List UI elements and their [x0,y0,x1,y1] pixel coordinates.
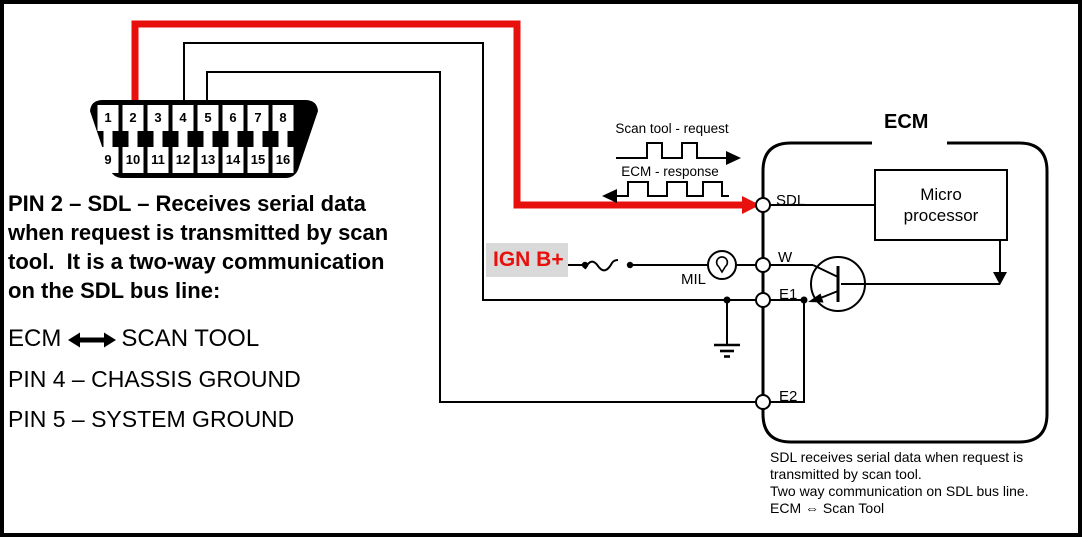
e2-terminal-label: E2 [779,388,798,405]
mil-label: MIL [681,271,707,288]
e1-terminal-label: E1 [779,286,798,303]
wire-junction-dot [581,261,589,269]
pin2-description-line: on the SDL bus line: [8,278,221,303]
w-terminal-label: W [778,249,793,266]
connector-pin-cavities [97,105,294,173]
pin5-ground-line: PIN 5 – SYSTEM GROUND [8,406,295,432]
emitter-arrowhead [808,293,824,303]
pin4-ground-line: PIN 4 – CHASSIS GROUND [8,366,301,392]
ecm-internal-wires [770,204,1001,403]
pin2-description: PIN 2 – SDL – Receives serial data when … [8,189,388,305]
sdl-terminal-circle [755,197,771,213]
pin2-description-line: when request is transmitted by scan [8,220,389,245]
pin-number-7: 7 [254,110,262,125]
ign-b-plus-badge: IGN B+ [486,243,568,277]
pin-number-1: 1 [104,110,112,125]
red-arrowhead [742,196,760,214]
ecm-box-border [761,141,1049,444]
footnote-line: Two way communication on SDL bus line. [770,483,1029,499]
emitter-junction-dot [800,296,808,304]
w-terminal-circle [755,257,771,273]
pin-number-11: 11 [151,152,165,167]
pin-number-6: 6 [229,110,237,125]
pin-number-15: 15 [250,152,266,167]
request-waveform [616,142,741,165]
pin4-to-e1-wire [183,42,756,301]
scan-tool-request-label: Scan tool - request [615,121,729,136]
pin-number-5: 5 [204,110,212,125]
pin5-to-e2-wire [206,71,756,403]
footnote-line: ECM ⇔ Scan Tool [770,500,885,516]
pin2-description-line: tool. It is a two-way communication [8,249,385,274]
ecm-terminals [755,197,771,410]
pin-number-13: 13 [200,152,216,167]
pin-number-2: 2 [129,110,137,125]
ign-feed-wire [568,259,757,272]
ecm-response-label: ECM - response [621,164,719,179]
e1-terminal-circle [755,292,771,308]
ecm-scan-tool-line: ECM SCAN TOOL [8,325,259,353]
micro-processor-label-box: Micro processor [875,170,1007,240]
pin-number-12: 12 [175,152,191,167]
footnote-line: SDL receives serial data when request is [770,449,1024,465]
red-sdl-wire [131,20,760,214]
transistor-symbol [808,256,866,312]
response-arrowhead [602,189,617,203]
ecm-title: ECM [884,111,929,133]
pin-number-8: 8 [279,110,287,125]
pin-number-4: 4 [179,110,187,125]
micro-processor-box [874,169,1008,241]
double-arrow-icon [68,332,117,348]
wire-junction-dot [626,261,634,269]
footnote-line: transmitted by scan tool. [770,466,922,482]
sdl-footnote: SDL receives serial data when request is… [770,449,1029,517]
ecm-word: ECM [8,325,62,352]
pin-number-10: 10 [125,152,141,167]
sdl-terminal-label: SDL [776,192,806,209]
micro-processor-label: Micro processor [903,185,979,225]
pin-number-3: 3 [154,110,162,125]
pin-number-16: 16 [275,152,291,167]
mil-lamp [707,250,737,280]
scan-tool-word: SCAN TOOL [121,325,260,352]
pin2-description-line: PIN 2 – SDL – Receives serial data [8,191,366,216]
response-waveform [602,181,729,203]
obd-connector [90,100,318,178]
ground-symbol [714,296,740,358]
request-arrowhead [726,151,741,165]
pin-number-14: 14 [225,152,241,167]
micro-output-arrowhead [993,272,1007,285]
e2-terminal-circle [755,394,771,410]
pin-number-9: 9 [104,152,112,167]
